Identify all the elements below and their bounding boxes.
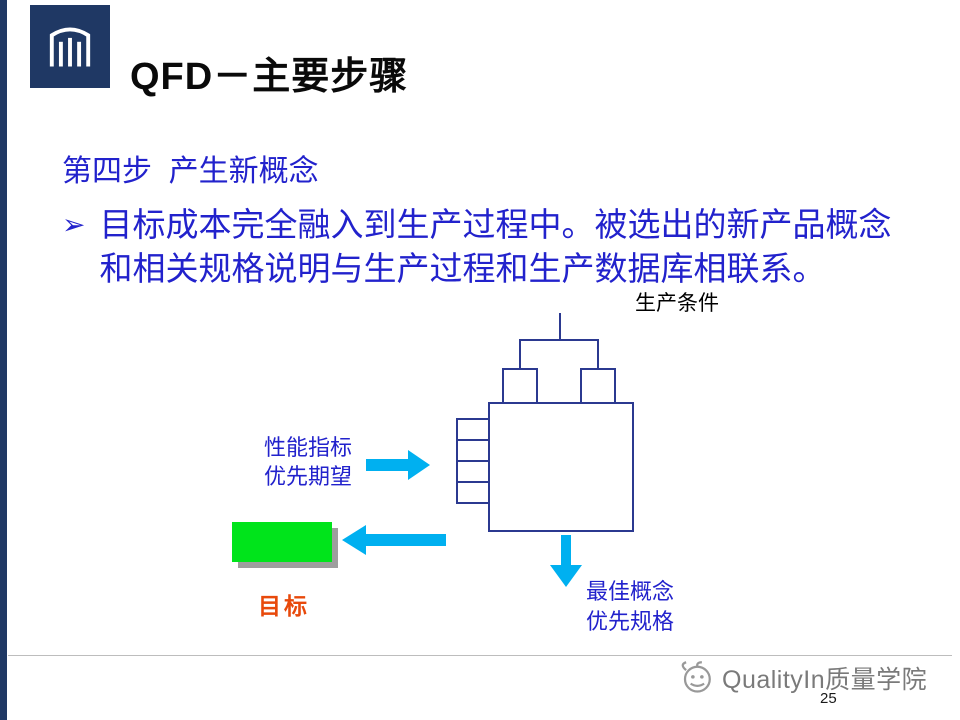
performance-label: 性能指标 优先期望: [248, 433, 368, 491]
brand-smiley-icon: [681, 661, 711, 693]
right-arrow-icon: [366, 450, 430, 480]
company-logo: [30, 5, 110, 88]
connector-line: [559, 313, 561, 341]
input-row-box: [456, 481, 490, 504]
connector-line: [519, 339, 521, 369]
qfd-process-diagram: 生产条件 性能指标 优先期望 目标 最佳概念: [230, 285, 750, 655]
input-row-box: [456, 460, 490, 483]
building-columns-icon: [49, 27, 91, 66]
brand-text: QualityIn质量学院: [722, 666, 928, 694]
performance-label-line1: 性能指标: [263, 435, 352, 460]
brand-block: QualityIn质量学院: [668, 660, 927, 696]
page-title: QFD－主要步骤: [130, 56, 409, 99]
left-arrow-icon: [342, 525, 446, 555]
step-title: 第四步 产生新概念: [62, 155, 319, 188]
production-conditions-label: 生产条件: [635, 292, 719, 315]
output-label-line1: 最佳概念: [585, 579, 674, 604]
connector-line: [519, 339, 599, 341]
output-label-line2: 优先规格: [585, 609, 674, 634]
condition-box-right: [580, 368, 616, 404]
input-row-stack: [456, 418, 490, 504]
condition-box-left: [502, 368, 538, 404]
input-row-box: [456, 418, 490, 441]
bullet-arrow-icon: ➢: [62, 209, 86, 240]
output-label: 最佳概念 优先规格: [572, 577, 688, 637]
performance-label-line2: 优先期望: [263, 464, 352, 489]
connector-line: [597, 339, 599, 369]
footer-divider: [8, 655, 952, 656]
input-row-box: [456, 439, 490, 462]
bullet-text: 目标成本完全融入到生产过程中。被选出的新产品概念和相关规格说明与生产过程和生产数…: [99, 206, 892, 287]
target-box: [232, 522, 332, 562]
target-label: 目标: [258, 593, 310, 619]
down-arrow-icon: [550, 535, 582, 587]
left-edge-stripe: [0, 0, 7, 720]
matrix-box: [488, 402, 634, 532]
page-number: 25: [820, 690, 837, 707]
bullet-item: ➢ 目标成本完全融入到生产过程中。被选出的新产品概念和相关规格说明与生产过程和生…: [62, 203, 904, 291]
